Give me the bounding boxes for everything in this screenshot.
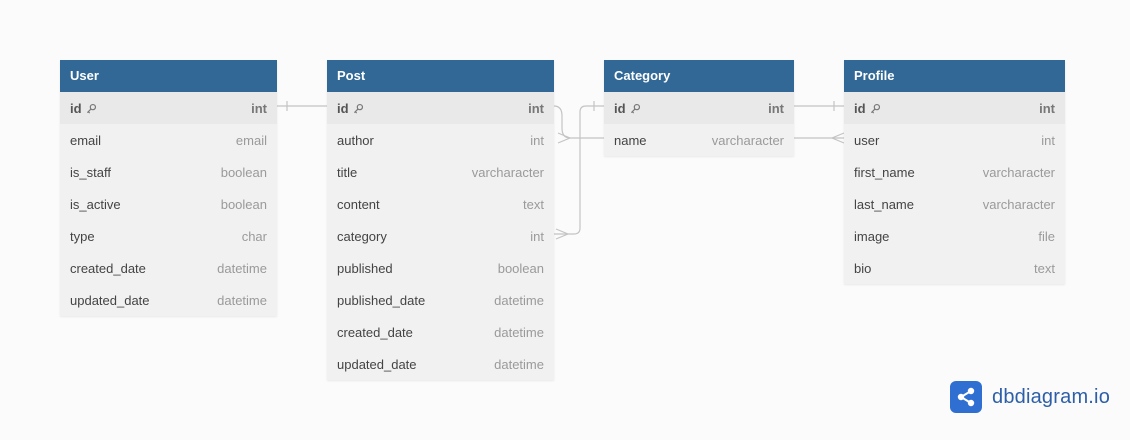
- field-type: varcharacter: [471, 164, 544, 180]
- field-row-category-id[interactable]: id int: [604, 92, 794, 124]
- field-name: id: [337, 100, 349, 116]
- field-name: updated_date: [70, 292, 150, 308]
- pk-label: id: [614, 101, 641, 116]
- table-header-user[interactable]: User: [60, 60, 277, 92]
- field-name: name: [614, 132, 647, 148]
- field-row-category-name[interactable]: name varcharacter: [604, 124, 794, 156]
- field-row-user-id[interactable]: id int: [60, 92, 277, 124]
- field-type: int: [768, 100, 784, 116]
- field-type: datetime: [494, 292, 544, 308]
- field-type: int: [1039, 100, 1055, 116]
- field-name: user: [854, 132, 880, 148]
- field-row-user-email[interactable]: email email: [60, 124, 277, 156]
- field-name: email: [70, 132, 102, 148]
- pk-label: id: [854, 101, 881, 116]
- field-row-post-id[interactable]: id int: [327, 92, 554, 124]
- field-row-profile-id[interactable]: id int: [844, 92, 1065, 124]
- table-profile[interactable]: Profile id int user int first_name varcharact…: [844, 60, 1065, 284]
- field-name: id: [614, 100, 626, 116]
- key-icon: [630, 103, 640, 114]
- field-row-post-category[interactable]: category int: [327, 220, 554, 252]
- field-name: image: [854, 228, 890, 244]
- field-type: datetime: [217, 260, 267, 276]
- field-name: created_date: [337, 324, 413, 340]
- field-row-profile-bio[interactable]: bio text: [844, 252, 1065, 284]
- field-row-post-published[interactable]: published boolean: [327, 252, 554, 284]
- field-name: first_name: [854, 164, 915, 180]
- pk-label: id: [337, 101, 364, 116]
- brand-name: dbdiagram.io: [992, 385, 1111, 408]
- share-nodes-icon: [950, 381, 982, 413]
- field-name: content: [337, 196, 380, 212]
- field-row-post-content[interactable]: content text: [327, 188, 554, 220]
- field-name: id: [70, 100, 82, 116]
- table-header-post[interactable]: Post: [327, 60, 554, 92]
- pk-label: id: [70, 101, 97, 116]
- field-type: email: [235, 132, 267, 148]
- key-icon: [353, 103, 363, 114]
- cardinality-many: [830, 132, 845, 144]
- table-header-profile[interactable]: Profile: [844, 60, 1065, 92]
- field-type: varcharacter: [982, 196, 1055, 212]
- field-row-user-is-staff[interactable]: is_staff boolean: [60, 156, 277, 188]
- field-name: published: [337, 260, 393, 276]
- key-icon: [870, 103, 880, 114]
- field-row-post-title[interactable]: title varcharacter: [327, 156, 554, 188]
- field-type: int: [1041, 132, 1055, 148]
- brand-link[interactable]: dbdiagram.io: [950, 381, 1110, 413]
- field-name: created_date: [70, 260, 146, 276]
- table-post[interactable]: Post id int author int title varcharacter cont…: [327, 60, 554, 380]
- field-name: updated_date: [337, 356, 417, 372]
- field-type: int: [530, 132, 544, 148]
- field-row-post-created-date[interactable]: created_date datetime: [327, 316, 554, 348]
- field-type: datetime: [494, 356, 544, 372]
- field-type: datetime: [217, 292, 267, 308]
- field-type: int: [530, 228, 544, 244]
- field-name: bio: [854, 260, 872, 276]
- field-row-user-type[interactable]: type char: [60, 220, 277, 252]
- field-row-user-created-date[interactable]: created_date datetime: [60, 252, 277, 284]
- field-type: boolean: [220, 164, 267, 180]
- table-header-category[interactable]: Category: [604, 60, 794, 92]
- field-row-profile-first-name[interactable]: first_name varcharacter: [844, 156, 1065, 188]
- field-row-profile-last-name[interactable]: last_name varcharacter: [844, 188, 1065, 220]
- field-row-user-updated-date[interactable]: updated_date datetime: [60, 284, 277, 316]
- link-post-author-category: [553, 105, 604, 139]
- cardinality-many: [555, 228, 570, 240]
- field-type: boolean: [220, 196, 267, 212]
- field-type: text: [523, 196, 544, 212]
- field-type: int: [251, 100, 267, 116]
- field-name: title: [337, 164, 358, 180]
- field-name: author: [337, 132, 374, 148]
- field-type: boolean: [497, 260, 544, 276]
- field-type: file: [1038, 228, 1055, 244]
- table-category[interactable]: Category id int name varcharacter: [604, 60, 794, 156]
- link-category-post-category: [554, 105, 604, 235]
- field-name: type: [70, 228, 95, 244]
- field-type: int: [528, 100, 544, 116]
- field-name: is_staff: [70, 164, 111, 180]
- field-type: datetime: [494, 324, 544, 340]
- field-type: varcharacter: [711, 132, 784, 148]
- field-row-post-updated-date[interactable]: updated_date datetime: [327, 348, 554, 380]
- field-name: category: [337, 228, 387, 244]
- field-row-post-published-date[interactable]: published_date datetime: [327, 284, 554, 316]
- field-type: text: [1034, 260, 1055, 276]
- field-name: id: [854, 100, 866, 116]
- field-name: last_name: [854, 196, 914, 212]
- field-name: is_active: [70, 196, 121, 212]
- field-name: published_date: [337, 292, 426, 308]
- field-row-user-is-active[interactable]: is_active boolean: [60, 188, 277, 220]
- field-row-profile-image[interactable]: image file: [844, 220, 1065, 252]
- field-row-post-author[interactable]: author int: [327, 124, 554, 156]
- field-row-profile-user[interactable]: user int: [844, 124, 1065, 156]
- key-icon: [86, 103, 96, 114]
- cardinality-many: [557, 132, 572, 144]
- field-type: varcharacter: [982, 164, 1055, 180]
- field-type: char: [241, 228, 267, 244]
